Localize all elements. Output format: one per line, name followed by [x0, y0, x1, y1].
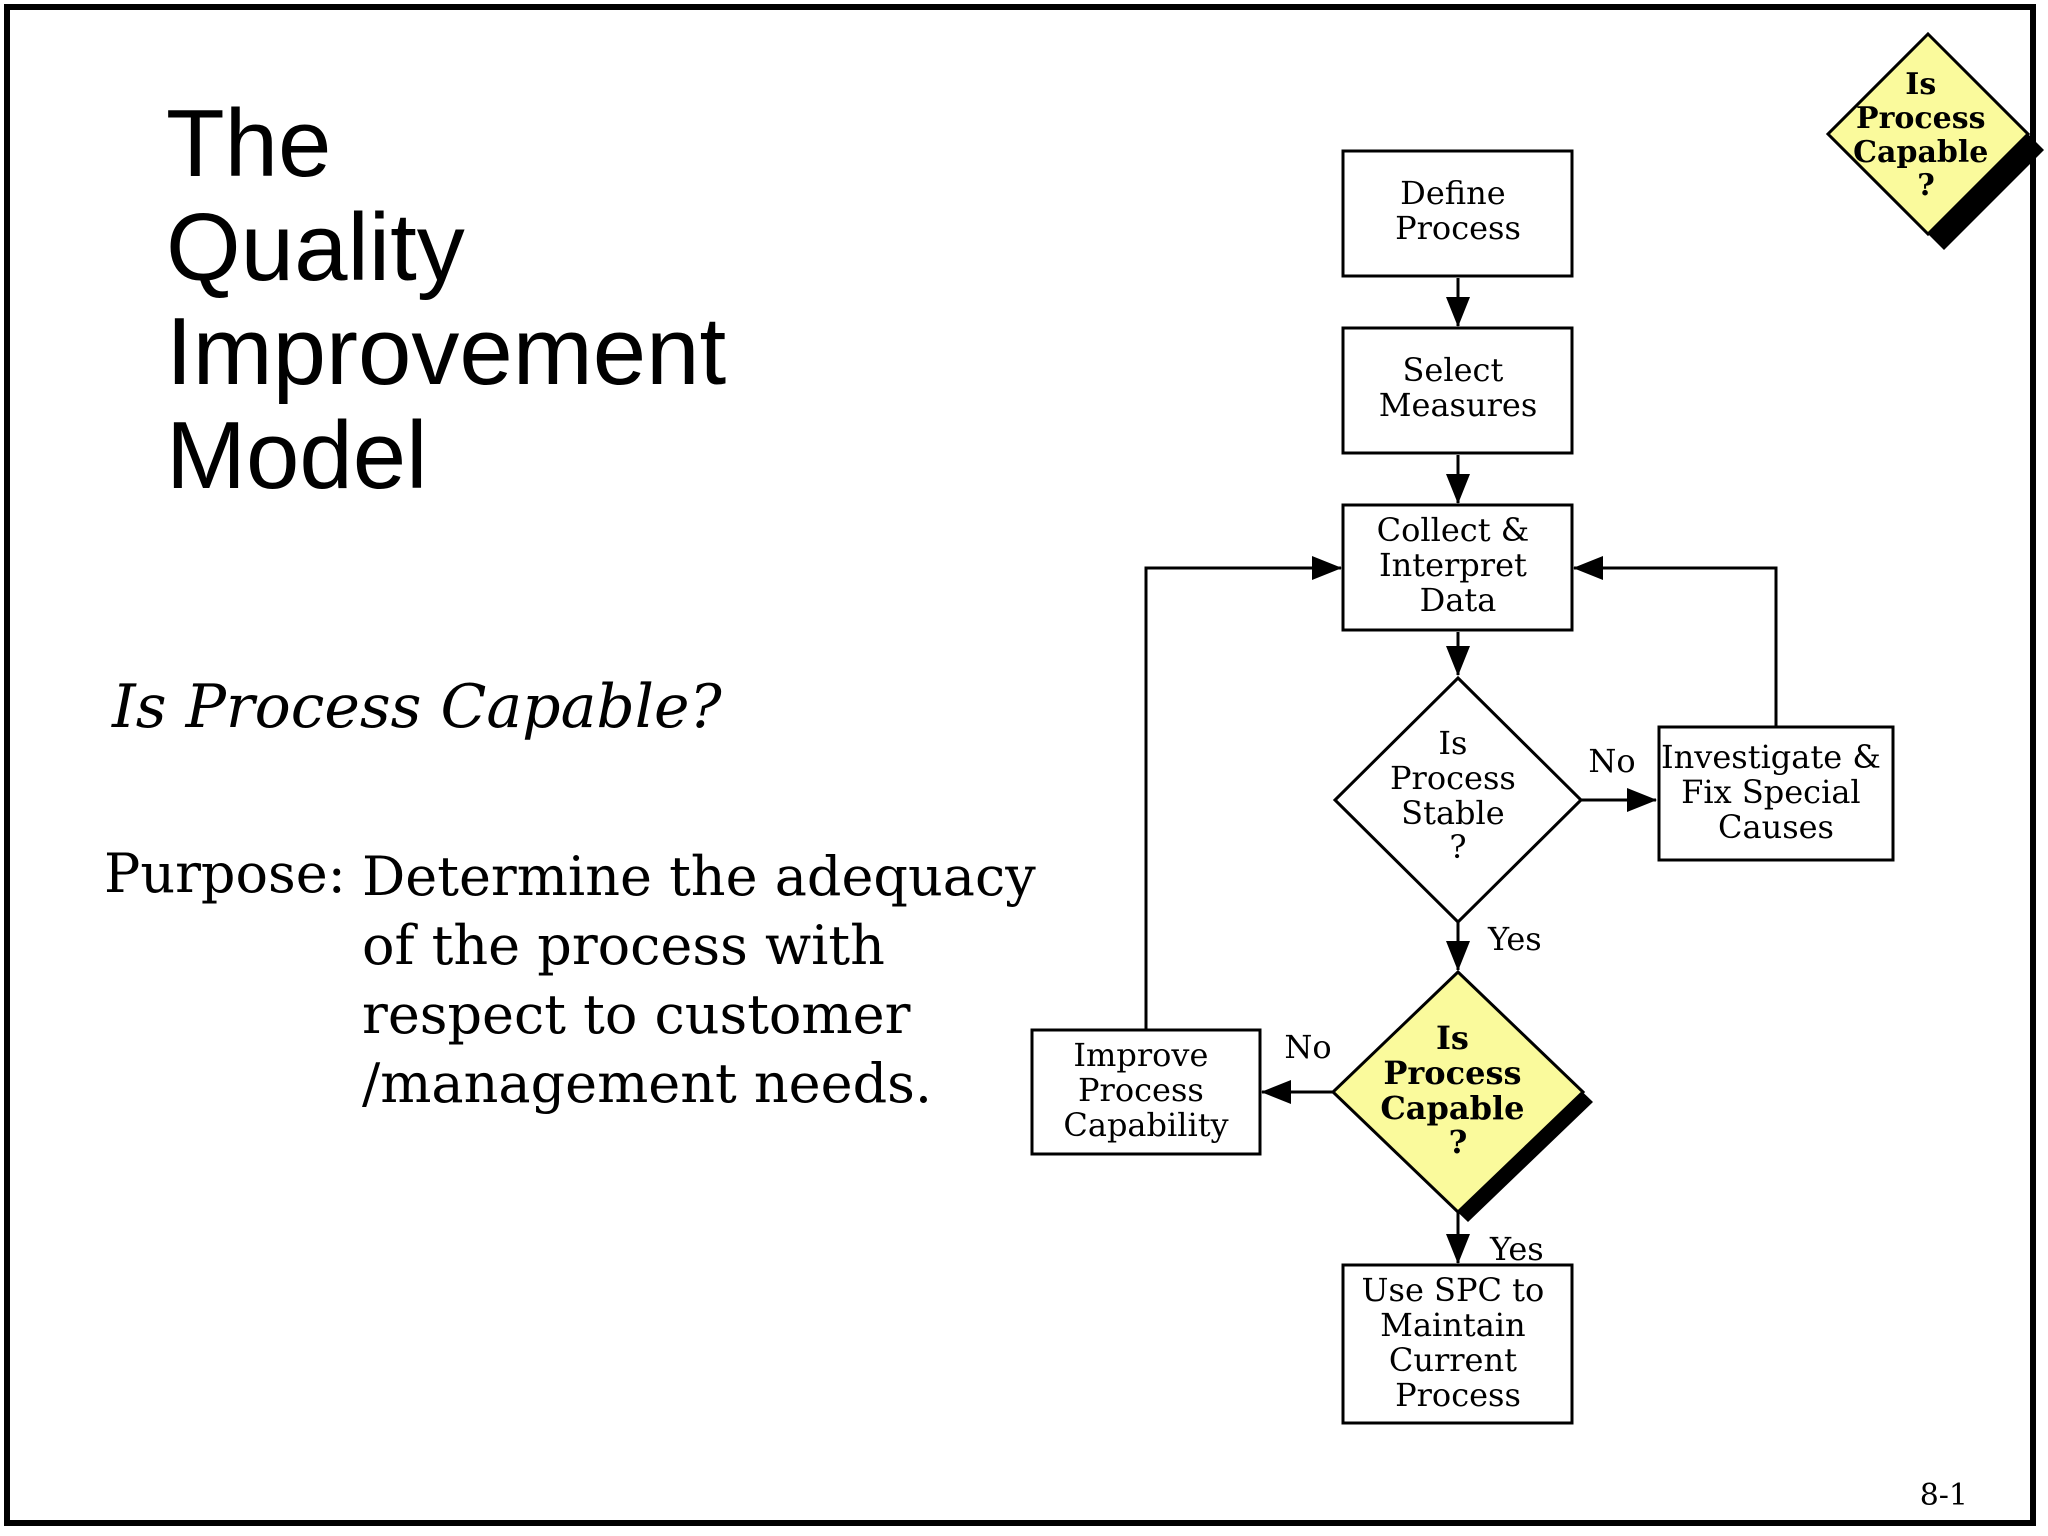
title-line: Quality [166, 194, 465, 301]
collect-data-box [1341, 503, 1574, 632]
define-process-box [1341, 149, 1574, 278]
purpose-line: Determine the adequacy [362, 845, 1036, 908]
select-measures-box [1341, 326, 1574, 455]
select-line: Measures [1379, 386, 1537, 424]
collect-line: Data [1420, 581, 1497, 619]
stable-text: Is Process Stable ? [1390, 724, 1526, 866]
maintain-line: Process [1395, 1376, 1521, 1414]
capable-no-label: No [1284, 1028, 1331, 1066]
maintain-box [1341, 1263, 1574, 1425]
arrow-investigate-to-collect [1573, 556, 1778, 727]
stable-line: Stable [1401, 794, 1505, 832]
maintain-text: Use SPC to Maintain Current Process [1362, 1271, 1555, 1414]
badge-diamond [1825, 31, 2031, 237]
investigate-line: Investigate & [1661, 738, 1881, 776]
slide-title: The Quality Improvement Model [166, 92, 726, 508]
badge-line: ? [1917, 168, 1935, 203]
corner-capable-badge: Is Process Capable ? [1825, 31, 2044, 250]
title-line: Model [166, 402, 428, 509]
define-line: Process [1395, 209, 1521, 247]
improve-line: Improve [1073, 1036, 1208, 1074]
capable-line: ? [1449, 1123, 1468, 1161]
capable-line: Process [1383, 1054, 1521, 1092]
investigate-line: Fix Special [1681, 773, 1860, 811]
maintain-line: Use SPC to [1362, 1271, 1545, 1309]
stable-yes-label: Yes [1487, 920, 1542, 958]
stable-no-label: No [1588, 742, 1635, 780]
improve-text: Improve Process Capability [1063, 1036, 1228, 1144]
define-line: Define [1400, 174, 1505, 212]
improve-line: Capability [1063, 1106, 1228, 1144]
collect-line: Collect & [1377, 511, 1530, 549]
title-line: Improvement [166, 298, 727, 405]
maintain-line: Current [1389, 1341, 1517, 1379]
capable-line: Capable [1380, 1089, 1524, 1127]
purpose-line: of the process with [362, 914, 885, 977]
maintain-line: Maintain [1380, 1306, 1525, 1344]
slide-frame [4, 4, 2036, 1526]
stable-line: Process [1390, 759, 1516, 797]
collect-line: Interpret [1379, 546, 1527, 584]
slide-subtitle: Is Process Capable? [112, 672, 722, 742]
collect-data-text: Collect & Interpret Data [1377, 511, 1540, 619]
arrow-improve-to-collect [1144, 556, 1342, 1030]
capable-text: Is Process Capable ? [1380, 1019, 1535, 1161]
badge-line: Is [1905, 67, 1936, 102]
purpose-line: /management needs. [362, 1052, 933, 1115]
purpose-line: respect to customer [362, 983, 911, 1046]
investigate-text: Investigate & Fix Special Causes [1661, 738, 1891, 846]
select-measures-text: Select Measures [1379, 351, 1537, 424]
page-number: 8-1 [1919, 1478, 1968, 1513]
purpose-text: Determine the adequacy of the process wi… [362, 842, 1036, 1118]
title-line: The [166, 90, 332, 197]
investigate-line: Causes [1718, 808, 1834, 846]
capable-line: Is [1436, 1019, 1469, 1057]
badge-line: Capable [1853, 135, 1988, 170]
capable-yes-label: Yes [1489, 1230, 1544, 1268]
define-process-text: Define Process [1395, 174, 1521, 247]
stable-line: Is [1438, 724, 1467, 762]
investigate-box [1657, 725, 1895, 862]
select-line: Select [1403, 351, 1504, 389]
badge-text: Is Process Capable ? [1853, 67, 1999, 203]
stable-line: ? [1449, 828, 1466, 866]
improve-line: Process [1078, 1071, 1204, 1109]
badge-line: Process [1856, 101, 1986, 136]
improve-box [1030, 1028, 1262, 1156]
purpose-label: Purpose: [104, 842, 346, 905]
